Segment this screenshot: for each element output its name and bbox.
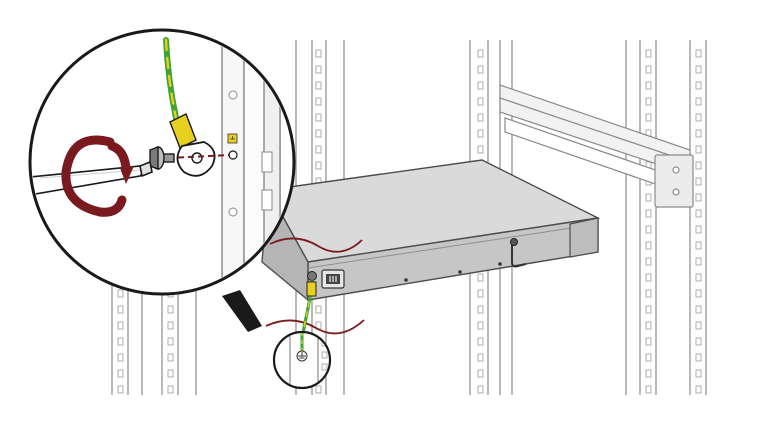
rack-hole xyxy=(695,209,702,218)
rack-hole xyxy=(117,321,124,330)
rack-hole xyxy=(695,353,702,362)
rack-hole xyxy=(695,113,702,122)
rack-hole xyxy=(695,81,702,90)
rack-hole xyxy=(167,305,174,314)
rack-hole xyxy=(695,369,702,378)
cable-waves xyxy=(265,237,365,335)
rack-hole xyxy=(645,209,652,218)
rack-hole xyxy=(645,113,652,122)
ring-lug xyxy=(176,141,216,177)
rack-hole xyxy=(645,225,652,234)
rack-hole xyxy=(645,321,652,330)
rack-hole xyxy=(477,145,484,154)
ground-screw xyxy=(149,145,175,171)
ground-icon xyxy=(296,350,308,362)
rack-hole xyxy=(645,385,652,394)
rack-hole xyxy=(315,385,322,394)
rack-hole xyxy=(645,353,652,362)
alignment-dashed-line xyxy=(167,154,231,159)
rack-hole xyxy=(695,65,702,74)
rack-hole xyxy=(695,321,702,330)
rack-hole xyxy=(477,129,484,138)
rack-ground-label-icon xyxy=(227,133,238,144)
network-switch xyxy=(261,159,601,302)
rack-hole xyxy=(167,353,174,362)
switch-handle xyxy=(511,242,527,268)
rack-hole xyxy=(167,337,174,346)
rack-hole xyxy=(167,369,174,378)
rack-hole xyxy=(477,65,484,74)
rack-post-right xyxy=(625,40,707,395)
rack-hole xyxy=(315,97,322,106)
rack-hole xyxy=(645,241,652,250)
rack-hole xyxy=(315,305,322,314)
rack-hole xyxy=(477,113,484,122)
rack-hole xyxy=(695,241,702,250)
rack-hole xyxy=(695,225,702,234)
rack-hole xyxy=(645,337,652,346)
rack-hole xyxy=(645,369,652,378)
rack-hole xyxy=(695,49,702,58)
device-ground-screw xyxy=(307,271,317,281)
rack-hole xyxy=(695,289,702,298)
rack-hole xyxy=(645,289,652,298)
rack-hole xyxy=(315,65,322,74)
rack-hole xyxy=(695,305,702,314)
power-socket-icon xyxy=(321,269,345,289)
magnified-ground-cable xyxy=(163,37,179,121)
front-panel-screws xyxy=(404,262,502,282)
rack-hole xyxy=(167,321,174,330)
rack-hole xyxy=(695,145,702,154)
rack-hole xyxy=(477,353,484,362)
rack-hole xyxy=(695,257,702,266)
rack-hole xyxy=(645,257,652,266)
rack-hole xyxy=(315,113,322,122)
rack-hole xyxy=(477,49,484,58)
rack-hole xyxy=(315,145,322,154)
rack-hole xyxy=(645,49,652,58)
rack-hole xyxy=(645,273,652,282)
rack-hole xyxy=(117,305,124,314)
rack-hole xyxy=(695,385,702,394)
rack-hole xyxy=(117,369,124,378)
slide-rail xyxy=(499,84,694,208)
rack-hole xyxy=(477,289,484,298)
rack-hole xyxy=(645,81,652,90)
rack-hole xyxy=(695,129,702,138)
rack-hole xyxy=(645,193,652,202)
rack-hole xyxy=(695,161,702,170)
rack-hole xyxy=(117,337,124,346)
rack-hole xyxy=(695,97,702,106)
rack-hole xyxy=(645,65,652,74)
rack-hole xyxy=(477,321,484,330)
rack-hole xyxy=(315,161,322,170)
rack-hole xyxy=(695,273,702,282)
magnified-rack-holes xyxy=(228,90,273,217)
rack-hole xyxy=(315,129,322,138)
rack-hole xyxy=(117,385,124,394)
rack-hole xyxy=(477,369,484,378)
rack-hole xyxy=(477,385,484,394)
rotate-clockwise-icon xyxy=(61,135,134,217)
magnified-detail-circle xyxy=(28,28,296,332)
rack-hole xyxy=(477,337,484,346)
rack-hole xyxy=(695,337,702,346)
rack-hole xyxy=(117,353,124,362)
rack-hole xyxy=(315,49,322,58)
rack-hole xyxy=(477,81,484,90)
rack-hole xyxy=(477,97,484,106)
rack-hole xyxy=(477,273,484,282)
cable-lug-sleeve xyxy=(169,113,197,149)
rack-hole xyxy=(645,305,652,314)
rack-hole xyxy=(695,193,702,202)
rack-hole xyxy=(695,177,702,186)
rack-ground-detail-circle xyxy=(272,330,332,390)
rack-hole xyxy=(117,289,124,298)
rack-hole xyxy=(477,305,484,314)
rack-hole xyxy=(645,97,652,106)
rack-hole xyxy=(315,81,322,90)
rack-hole xyxy=(167,385,174,394)
